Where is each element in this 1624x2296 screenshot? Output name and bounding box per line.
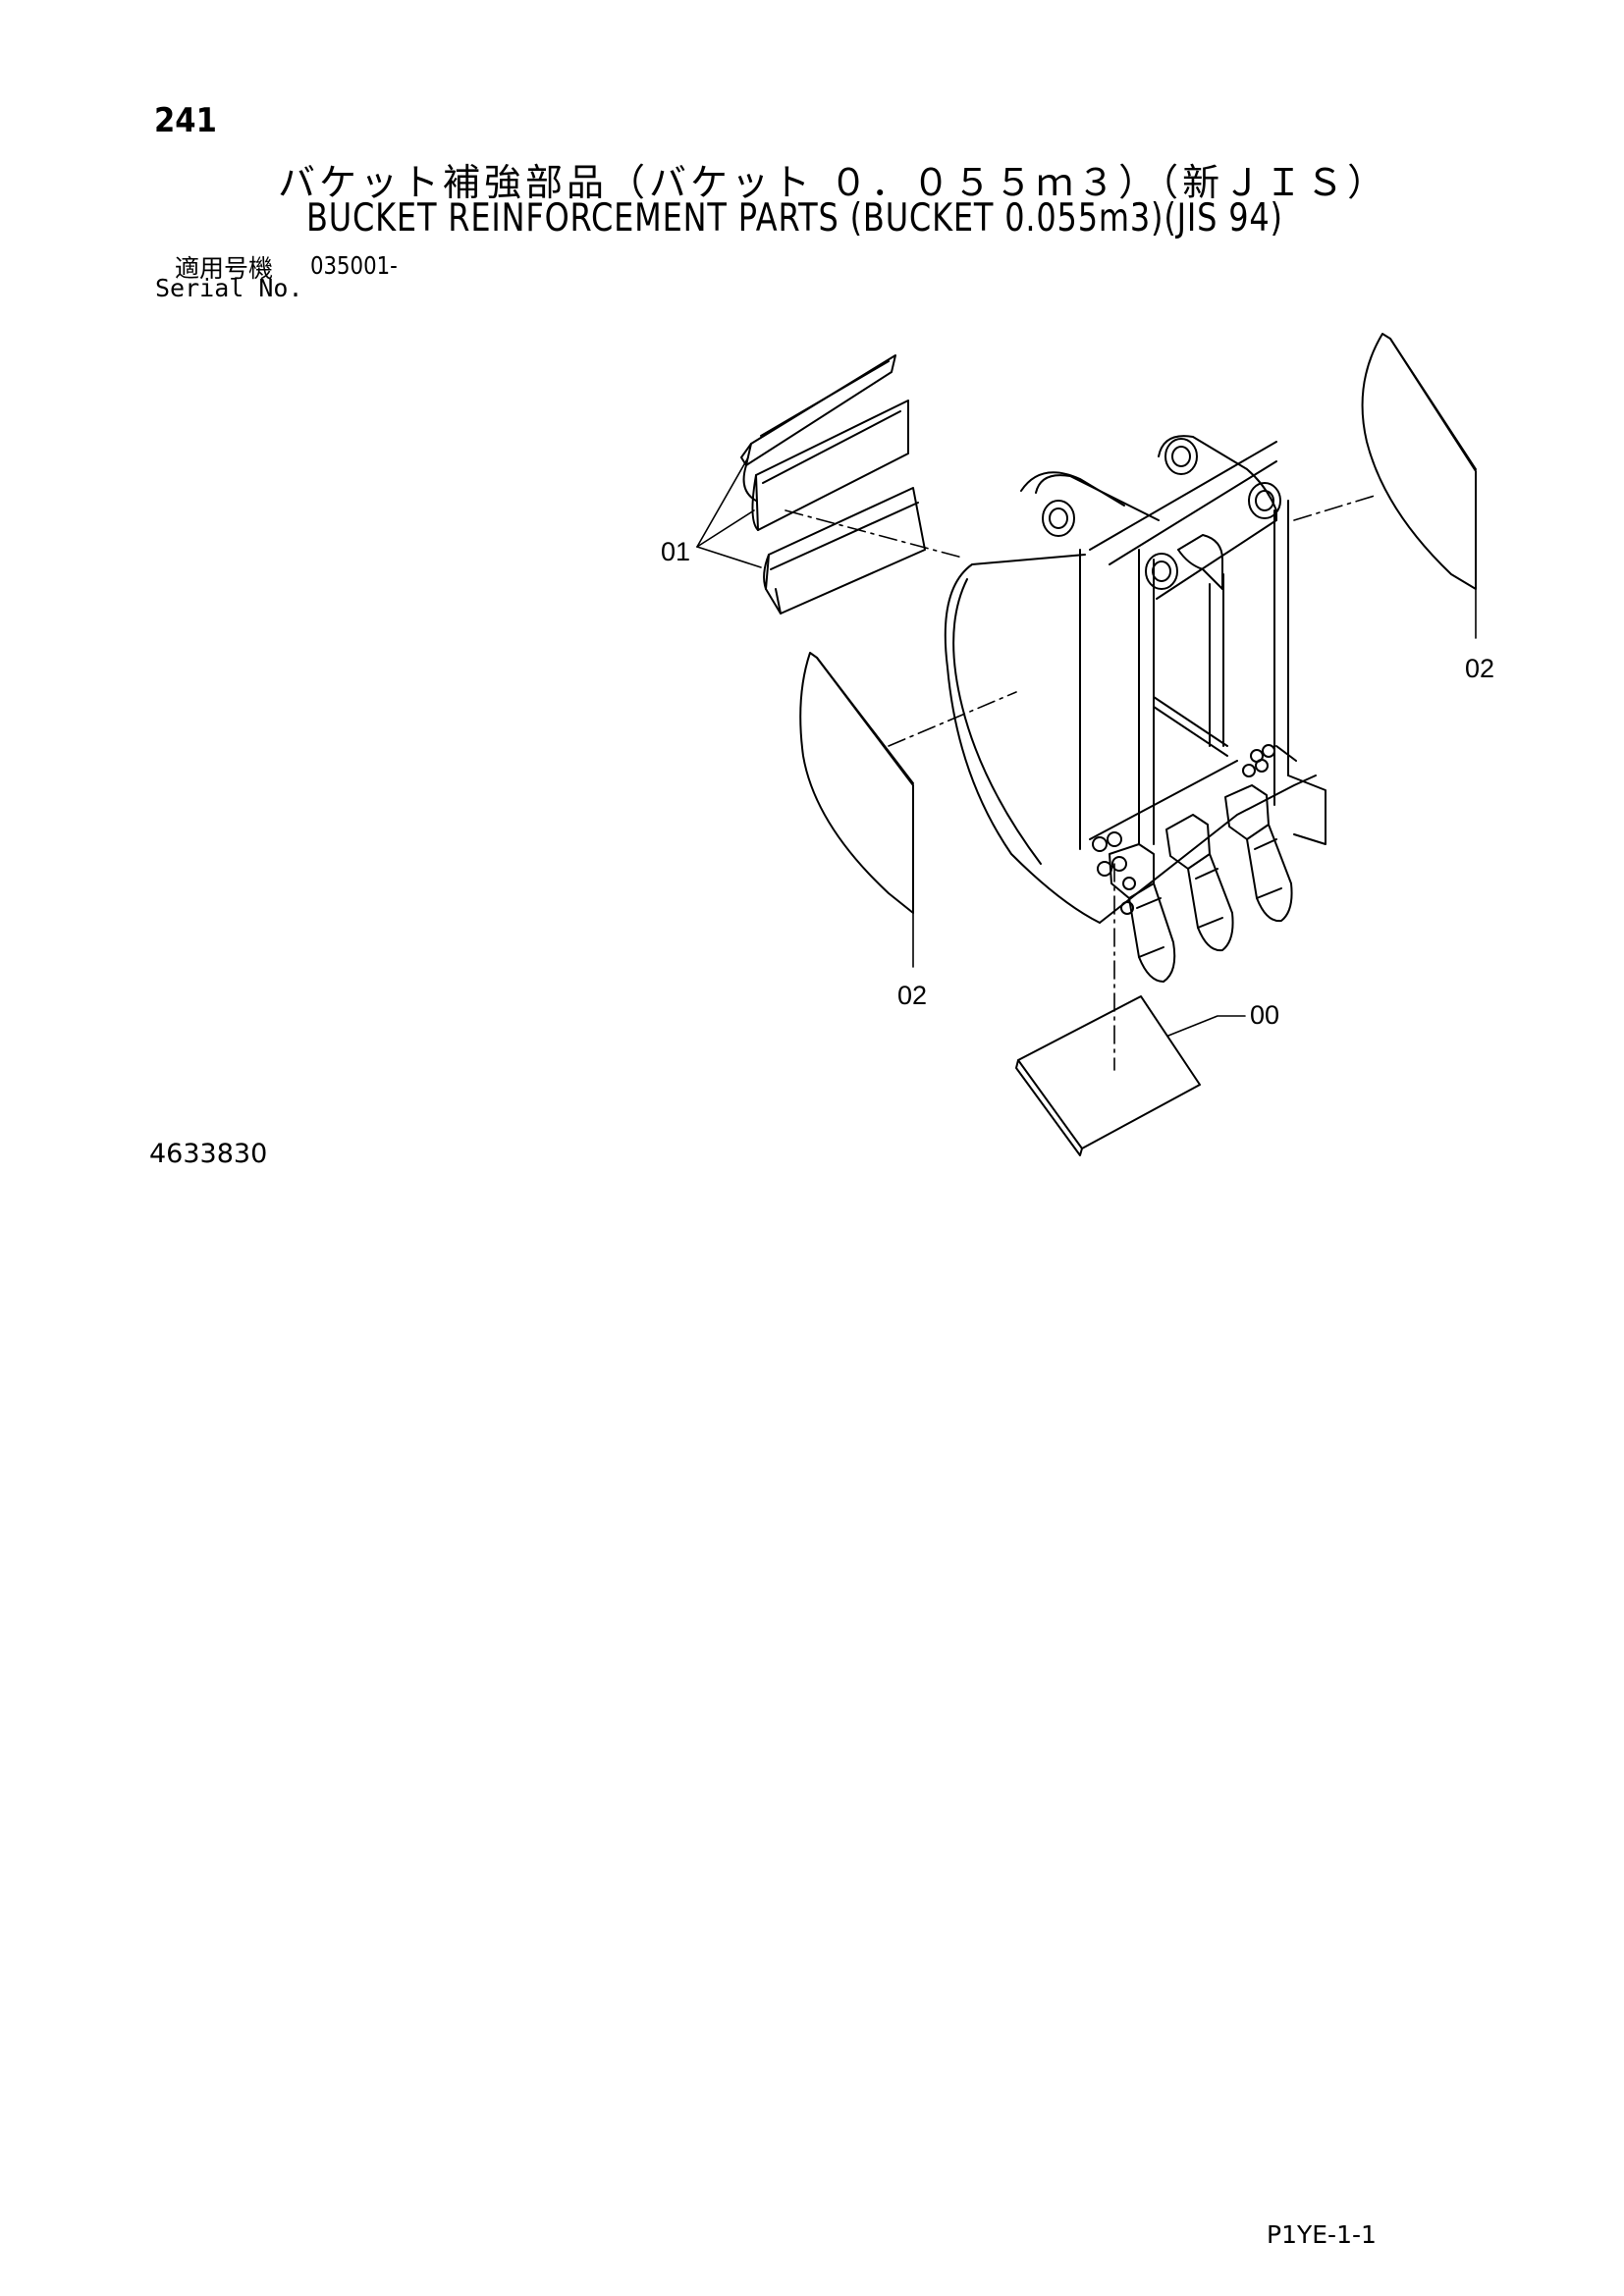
page-title-japanese: バケット補強部品（バケット ０．０５５ｍ３）（新ＪＩＳ） (278, 161, 1389, 204)
drawing-number: 4633830 (149, 1139, 268, 1169)
callout-label-00: 00 (1250, 1000, 1279, 1030)
bucket-bolt-holes (1092, 744, 1275, 915)
serial-label-japanese: 適用号機 (175, 254, 274, 283)
page-title-english: BUCKET REINFORCEMENT PARTS (BUCKET 0.055… (306, 196, 1283, 240)
serial-number-value: 035001- (310, 251, 398, 280)
bottom-plate (1015, 863, 1246, 1156)
callout-label-01: 01 (661, 537, 690, 566)
page-number: 241 (154, 101, 217, 140)
bucket-teeth (1109, 784, 1293, 983)
side-plate-right (1293, 333, 1477, 639)
callout-label-02-left: 02 (897, 981, 927, 1010)
bucket-pin-bosses (1042, 438, 1281, 590)
serial-label-english: Serial No. (155, 274, 303, 302)
callout-label-02-right: 02 (1465, 654, 1494, 683)
bucket-body (944, 435, 1326, 924)
side-plate-left (799, 652, 1017, 968)
reinforcement-plates (740, 354, 926, 614)
reinforcement-leader (696, 456, 963, 568)
page-code: P1YE-1-1 (1267, 2220, 1377, 2249)
